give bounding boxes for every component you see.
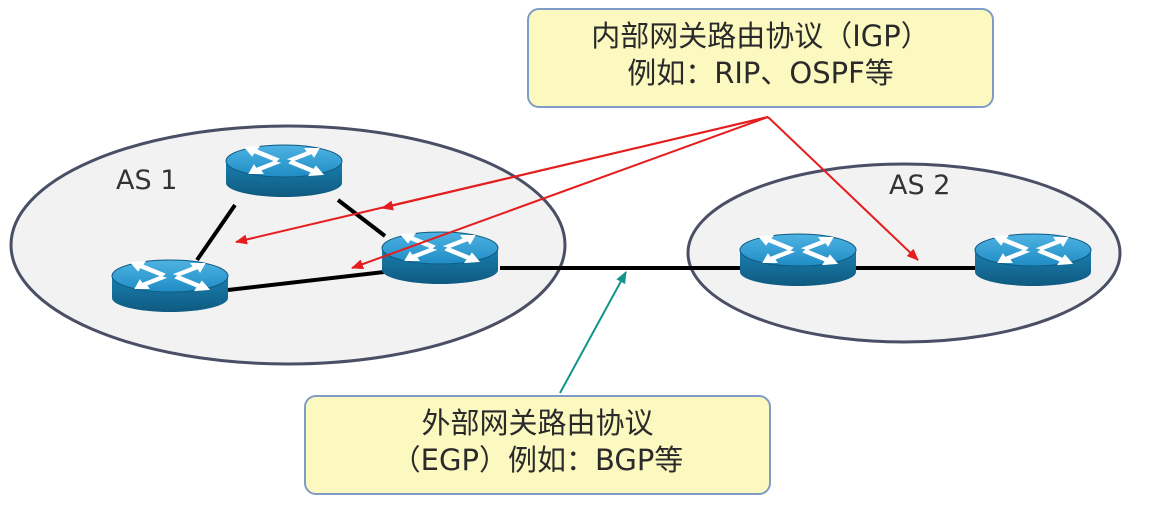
router-icon	[111, 259, 229, 313]
router-icon	[225, 144, 343, 198]
as1-label: AS 1	[116, 165, 178, 196]
egp-callout-line1: 外部网关路由协议	[421, 406, 654, 440]
egp-callout: 外部网关路由协议 （EGP）例如：BGP等	[304, 395, 771, 495]
igp-callout-line2: 例如：RIP、OSPF等	[627, 56, 894, 90]
router-icon	[381, 231, 499, 285]
red-arrow	[767, 116, 919, 261]
as2-region	[686, 162, 1122, 344]
egp-callout-line2: （EGP）例如：BGP等	[391, 443, 684, 477]
igp-callout-line1: 内部网关路由协议（IGP）	[591, 19, 930, 53]
link-top-right	[336, 198, 387, 238]
router-icon	[739, 233, 857, 287]
igp-pointers	[235, 116, 919, 269]
teal-arrow	[559, 271, 627, 394]
router-icon	[974, 233, 1092, 287]
as2-label: AS 2	[889, 170, 951, 201]
link-top-left	[195, 203, 237, 262]
link-left-right	[227, 270, 385, 292]
igp-callout: 内部网关路由协议（IGP） 例如：RIP、OSPF等	[527, 8, 994, 108]
red-arrow	[235, 116, 769, 245]
red-arrow	[351, 116, 769, 269]
